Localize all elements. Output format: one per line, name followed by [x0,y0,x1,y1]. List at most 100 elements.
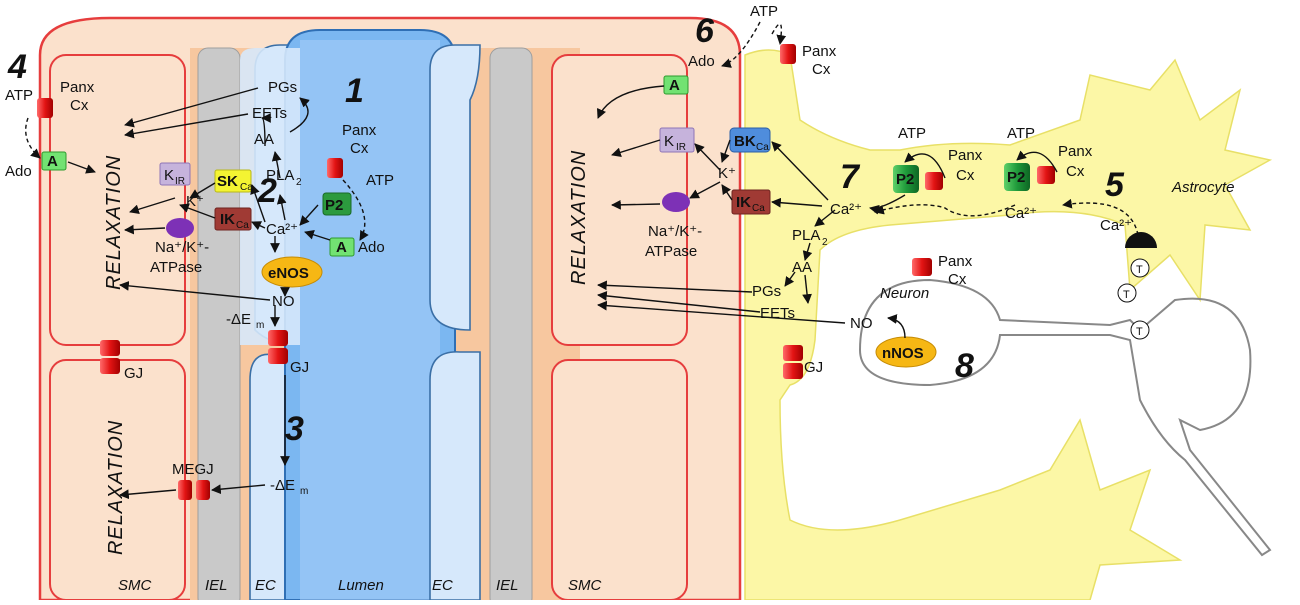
label-nak-2-smc: ATPase [150,259,202,276]
zone-smc-left: SMC [118,577,152,594]
arrow-p2-ca [299,204,319,226]
ec-right-upper [429,44,481,331]
label-atp-4: ATP [5,87,33,104]
ikca-channel-ec [214,207,252,231]
arrow-ca-ikca-astro [771,197,823,208]
gap-junction-smc-a [100,340,120,356]
arrow-nnos-no [887,314,906,339]
number-5: 5 [1105,166,1125,204]
label-atp-1: ATP [366,172,394,189]
arrow-no-relax-astro [597,300,846,324]
label-cx-5a: Cx [956,167,975,184]
label-nak-1-smc: Na⁺/K⁺- [155,239,209,256]
arrow-megj-relax [119,489,177,500]
label-ikca-ec: IK [220,211,235,228]
label-ca-5b: Ca²⁺ [1100,217,1132,234]
arrow-atp-ado-4 [25,117,41,159]
label-ca-ec: Ca²⁺ [266,221,298,238]
adenosine-receptor-1 [329,237,355,257]
arrow-kir-relax [611,139,661,158]
label-neuron: Neuron [880,285,929,302]
labels: 4 1 2 3 6 7 5 8 RELAXATION RELAXATION RE… [5,3,1235,594]
zone-ec-left: EC [255,577,276,594]
gap-junction-ec-a [268,330,288,346]
arrow-pla-aa [271,151,282,179]
panx-channel-p2b [1037,166,1055,184]
label-k-astro: K⁺ [718,165,736,182]
arrow-panx-atp-p2b [1016,150,1058,173]
label-t-2: T [1123,289,1130,301]
label-panx-4: Panx [60,79,95,96]
neuron [858,278,1272,557]
label-pgs-ec: PGs [268,79,297,96]
arrow-synapse-ca [1062,198,1139,236]
arrow-eets-relax-astro [597,291,761,313]
label-pla-ec: PLA [266,167,294,184]
zone-smc-right: SMC [568,577,602,594]
label-k-smc: K⁺ [186,193,204,210]
channels [37,44,1055,500]
label-ado-1: Ado [358,239,385,256]
zone-iel-right: IEL [496,577,519,594]
label-cx-6: Cx [812,61,831,78]
arrow-bkca-k [720,139,731,163]
number-8: 8 [955,347,974,385]
label-eets-astro: EETs [760,305,795,322]
label-atp-5b: ATP [1007,125,1035,142]
label-a-6: A [669,77,680,94]
p2-receptor-5b [1004,163,1030,191]
astrocyte [744,49,1273,601]
number-3: 3 [285,410,304,448]
arrow-ca-pla-astro [814,209,836,227]
arrow-eets-relax [124,113,249,139]
lumen-highlight [300,40,440,600]
panx-channel-p2a [925,172,943,190]
label-ca-5a: Ca²⁺ [1005,205,1037,222]
number-1: 1 [345,72,364,110]
number-2: 2 [257,172,277,210]
label-gj-smc: GJ [124,365,143,382]
vessel [38,16,742,605]
adenosine-receptor-6 [663,75,689,95]
label-nak-1-astro: Na⁺/K⁺- [648,223,702,240]
label-pgs-astro: PGs [752,283,781,300]
label-p2-5a: P2 [896,171,914,188]
megj-channel-a [178,480,192,500]
relaxation-right: RELAXATION [568,150,590,285]
p2-receptor-5a [893,165,919,193]
label-ikca-sub-astro: Ca [752,203,765,214]
number-7: 7 [840,158,861,196]
label-dem-sub-ec: m [256,320,264,331]
terminal-t-1 [1130,258,1150,278]
label-p2-1: P2 [325,197,343,214]
label-gj-ec: GJ [290,359,309,376]
arrow-panx-atp-6 [771,23,787,45]
smc-cell-lower-right [551,359,688,601]
megj-channel-b [196,480,210,500]
label-no-astro: NO [850,315,873,332]
label-nak-2-astro: ATPase [645,243,697,260]
arrow-k-kir [694,143,721,171]
label-kir-sub-smc: IR [175,176,185,187]
label-dem-ec: -ΔE [226,311,251,328]
arrow-a-ca [304,230,331,241]
label-bkca: BK [734,133,756,150]
arrow-a-relax-6 [596,85,665,119]
panx-channel-4 [37,98,53,118]
arrow-atp-ado-6 [721,21,761,68]
label-t-1: T [1136,264,1143,276]
label-ikca-astro: IK [736,194,751,211]
label-a-1: A [336,239,347,256]
arrow-aa-pgs-astro [784,271,796,287]
label-cx-5b: Cx [1066,163,1085,180]
p2-receptor-1 [322,192,352,216]
arrow-ikca-k [721,184,733,201]
arrow-pla-aa-astro [802,242,813,261]
na-k-atpase-smc [166,218,194,238]
label-t-3: T [1136,326,1143,338]
relaxation-lower-left: RELAXATION [105,420,127,555]
arrow-panx-atp-p2a [904,152,946,179]
arrow-k-nak [689,181,721,199]
